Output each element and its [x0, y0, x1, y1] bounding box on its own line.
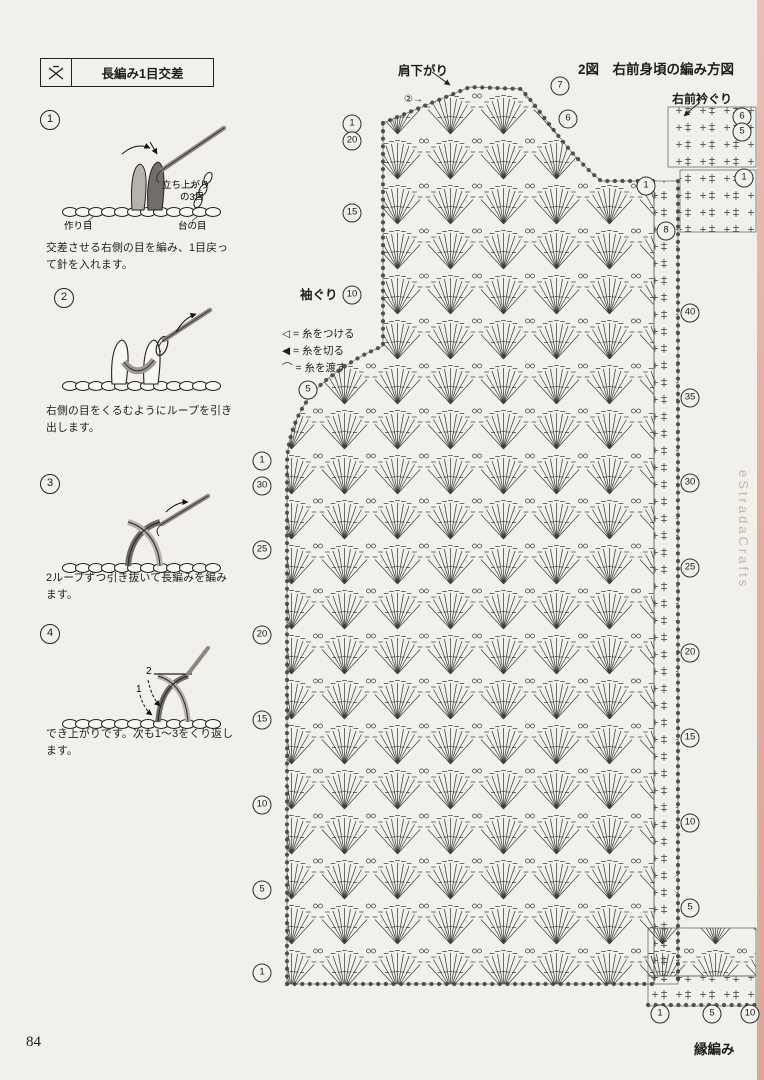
row-marker: 8 [656, 221, 676, 241]
page-number: 84 [26, 1034, 41, 1050]
stitch-legend-title: 長編み1目交差 [101, 67, 184, 81]
label-stitch-2: 2 [146, 666, 152, 677]
label-armhole: 袖ぐり [300, 288, 338, 302]
label-rising-chains-1: 立ち上がり [162, 179, 210, 191]
row-marker: 10 [740, 1004, 760, 1024]
page-edge-strip [757, 0, 764, 1080]
row-marker: 1 [636, 176, 656, 196]
label-cast-on: 作り目 [64, 220, 93, 232]
legend-cut-yarn: ◀ = 糸を切る [282, 345, 345, 357]
legend-attach-yarn: ◁ = 糸をつける [282, 328, 355, 340]
row-marker: 20 [252, 625, 272, 645]
row-marker: 5 [298, 380, 318, 400]
step-4-number: 4 [40, 624, 60, 644]
row-marker: 5 [680, 898, 700, 918]
label-rising-chains-2: の3目 [180, 192, 204, 203]
yarn-legend: ◁ = 糸をつける ◀ = 糸を切る ⌒ = 糸を渡す [282, 326, 355, 377]
row-marker: 5 [252, 880, 272, 900]
label-row2-arrow: ②→ [404, 94, 423, 105]
step-4-caption: でき上がりです。次も1〜3をくり返します。 [46, 728, 234, 757]
step-1-caption: 交差させる右側の目を編み、1目戻って針を入れます。 [46, 242, 229, 271]
row-marker: 1 [650, 1004, 670, 1024]
row-marker: 15 [680, 728, 700, 748]
row-marker: 15 [342, 203, 362, 223]
label-stitch-1: 1 [136, 684, 142, 695]
row-marker: 5 [732, 122, 752, 142]
cross-treble-stitch-icon [41, 59, 72, 86]
step-3-number: 3 [40, 474, 60, 494]
row-marker: 10 [252, 795, 272, 815]
watermark: eStradaCrafts [736, 470, 751, 590]
step-3-caption: 2ループずつ引き抜いて長編みを編みます。 [46, 572, 228, 601]
row-marker: 7 [550, 76, 570, 96]
row-marker: 5 [702, 1004, 722, 1024]
row-marker: 1 [252, 963, 272, 983]
row-marker: 1 [734, 168, 754, 188]
legend-carry-yarn: ⌒ = 糸を渡す [282, 362, 347, 374]
step-2-caption: 右側の目をくるむようにループを引き出します。 [46, 405, 233, 434]
row-marker: 25 [680, 558, 700, 578]
row-marker: 1 [252, 451, 272, 471]
row-marker: 30 [680, 473, 700, 493]
row-marker: 25 [252, 540, 272, 560]
row-marker: 40 [680, 303, 700, 323]
row-marker: 20 [680, 643, 700, 663]
step-1-illustration: 立ち上がり の3目 作り目 台の目 [62, 125, 227, 232]
label-shoulder-slope: 肩下がり [398, 64, 449, 78]
row-marker: 10 [342, 285, 362, 305]
label-edge-trim: 縁編み [694, 1042, 735, 1057]
row-marker: 10 [680, 813, 700, 833]
label-right-front-neckline: 右前衿ぐり [672, 92, 733, 106]
row-marker: 30 [252, 476, 272, 496]
step-2-number: 2 [54, 288, 74, 308]
stitch-legend-box: 長編み1目交差 [40, 58, 214, 87]
step-1-number: 1 [40, 110, 60, 130]
step-2-illustration [62, 307, 221, 391]
row-marker: 35 [680, 388, 700, 408]
step-4-illustration: 2 1 [62, 646, 221, 729]
row-marker: 20 [342, 131, 362, 151]
row-marker: 15 [252, 710, 272, 730]
chart-title: 2図 右前身頃の編み方図 [578, 62, 735, 77]
row-marker: 6 [558, 109, 578, 129]
label-base-stitch: 台の目 [178, 220, 207, 232]
step-3-illustration [62, 493, 221, 573]
